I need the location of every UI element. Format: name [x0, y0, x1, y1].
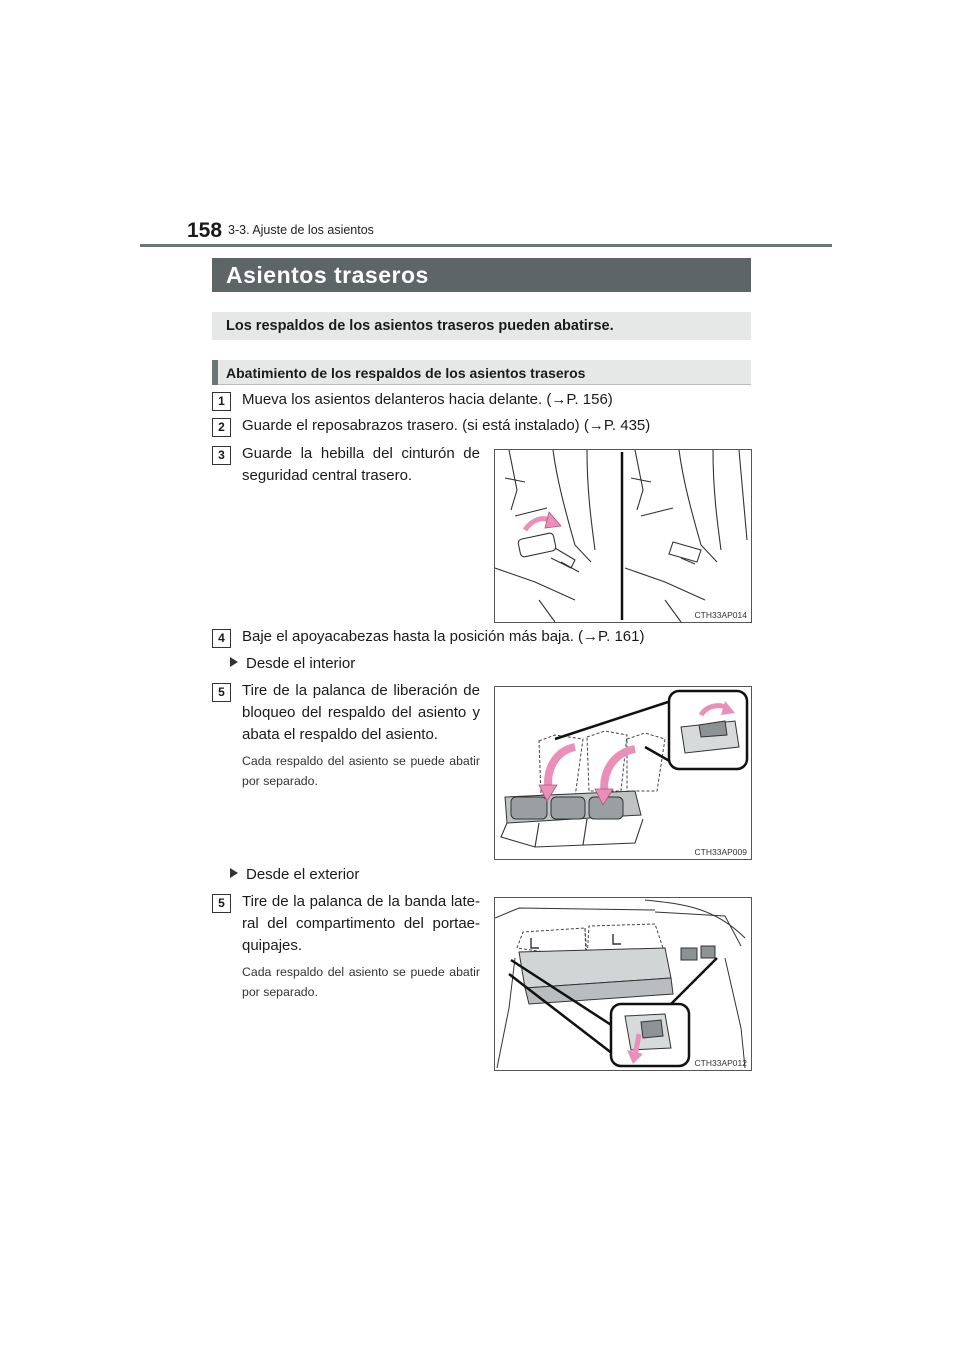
figure-release-lever: CTH33AP009	[494, 686, 752, 860]
figure-buckle-stow: CTH33AP014	[494, 449, 752, 623]
page-title-bar: Asientos traseros	[212, 258, 751, 292]
intro-bar: Los respaldos de los asientos traseros p…	[212, 312, 751, 340]
step-text: Baje el apoyacabezas hasta la posición m…	[242, 628, 645, 645]
figure-code: CTH33AP014	[694, 610, 747, 620]
buckle-illustration	[495, 450, 748, 622]
step-text: Mueva los asientos delanteros hacia dela…	[242, 391, 613, 408]
triangle-bullet-icon	[230, 657, 238, 667]
step-text: Guarde el reposabrazos trasero. (si está…	[242, 417, 651, 434]
header-rule	[140, 244, 832, 247]
step-number: 4	[212, 629, 231, 648]
step-number: 3	[212, 446, 231, 465]
step-note: Cada respaldo del asiento se puede abati…	[242, 965, 480, 999]
step-number: 1	[212, 392, 231, 411]
step-number: 5	[212, 683, 231, 702]
triangle-bullet-icon	[230, 868, 238, 878]
step-text: Guarde la hebilla del cinturón de seguri…	[242, 445, 480, 484]
figure-luggage-lever: CTH33AP012	[494, 897, 752, 1071]
intro-text: Los respaldos de los asientos traseros p…	[226, 318, 614, 334]
step-number: 2	[212, 418, 231, 437]
page-number: 158	[187, 219, 223, 242]
step-text: Tire de la palanca de la banda late-ral …	[242, 893, 480, 954]
figure-code: CTH33AP009	[694, 847, 747, 857]
bullet-label: Desde el interior	[246, 655, 356, 672]
bullet-exterior: Desde el exterior	[230, 866, 359, 883]
release-lever-illustration	[500, 689, 749, 848]
subheading-text: Abatimiento de los respaldos de los asie…	[226, 365, 586, 381]
page-title: Asientos traseros	[226, 262, 429, 288]
luggage-lever-illustration	[495, 899, 746, 1069]
step-note: Cada respaldo del asiento se puede abati…	[242, 754, 480, 788]
step-text: Tire de la palanca de liberación de bloq…	[242, 682, 480, 743]
bullet-label: Desde el exterior	[246, 866, 360, 883]
figure-code: CTH33AP012	[694, 1058, 747, 1068]
section-reference: 3-3. Ajuste de los asientos	[228, 223, 374, 237]
step-number: 5	[212, 894, 231, 913]
subheading-bar: Abatimiento de los respaldos de los asie…	[212, 360, 751, 385]
bullet-interior: Desde el interior	[230, 655, 355, 672]
